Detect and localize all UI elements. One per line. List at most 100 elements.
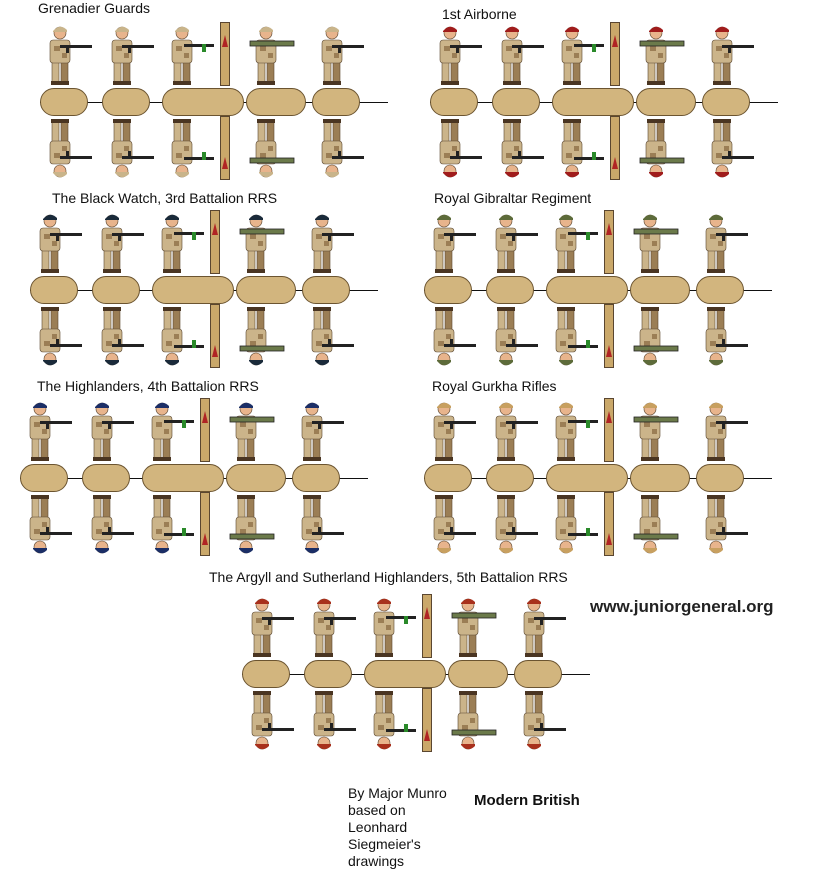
unit-label-royal-gurkha: Royal Gurkha Rifles — [432, 378, 557, 394]
soldier-figure — [308, 22, 368, 93]
soldier-figure — [698, 22, 758, 93]
soldier-figure-mirror — [482, 304, 542, 375]
soldier-figure-mirror — [510, 688, 570, 759]
flag-emblem — [222, 35, 228, 47]
soldier-figure-mirror — [698, 116, 758, 187]
figure-base — [102, 88, 150, 116]
soldier-figure — [542, 210, 602, 281]
soldier-figure — [692, 398, 752, 469]
unit-label-grenadier-guards: Grenadier Guards — [38, 0, 151, 16]
soldier-figure — [626, 210, 686, 281]
soldier-figure — [16, 398, 76, 469]
soldier-figure — [360, 594, 420, 665]
soldier-figure — [26, 210, 86, 281]
soldier-figure — [420, 398, 480, 469]
soldier-figure-mirror — [488, 116, 548, 187]
soldier-figure-mirror — [36, 116, 96, 187]
soldier-figure — [242, 22, 302, 93]
figure-base — [292, 464, 340, 492]
soldier-figure-mirror — [626, 304, 686, 375]
soldier-figure-mirror — [308, 116, 368, 187]
flag-pole — [220, 22, 230, 86]
site-url: www.juniorgeneral.org — [590, 597, 774, 616]
soldier-figure-mirror — [426, 116, 486, 187]
flag-pole — [200, 492, 210, 556]
soldier-figure-mirror — [138, 492, 198, 563]
soldier-figure-mirror — [78, 492, 138, 563]
soldier-figure-mirror — [232, 304, 292, 375]
figure-base — [40, 88, 88, 116]
figure-base — [242, 660, 290, 688]
soldier-figure — [298, 210, 358, 281]
soldier-figure — [510, 594, 570, 665]
soldier-figure — [626, 398, 686, 469]
unit-label-argyll-sutherland: The Argyll and Sutherland Highlanders, 5… — [209, 569, 568, 585]
unit-label-royal-gibraltar: Royal Gibraltar Regiment — [434, 190, 592, 206]
flag-emblem — [212, 345, 218, 357]
soldier-figure-mirror — [542, 492, 602, 563]
soldier-figure — [444, 594, 504, 665]
figure-base — [82, 464, 130, 492]
figure-base — [546, 464, 628, 492]
soldier-figure-mirror — [158, 116, 218, 187]
unit-group-argyll-sutherland — [242, 594, 592, 754]
flag-pole — [604, 304, 614, 368]
figure-base — [424, 464, 472, 492]
figure-base — [448, 660, 508, 688]
figure-base — [696, 276, 744, 304]
flag-pole — [422, 688, 432, 752]
unit-group-royal-gibraltar — [424, 210, 774, 370]
credit-line: based on — [348, 802, 406, 818]
figure-base — [30, 276, 78, 304]
soldier-figure-mirror — [16, 492, 76, 563]
figure-base — [630, 276, 690, 304]
sheet-title: Modern British — [474, 792, 580, 809]
figure-base — [152, 276, 234, 304]
flag-pole — [220, 116, 230, 180]
figure-base — [514, 660, 562, 688]
soldier-figure — [482, 210, 542, 281]
soldier-figure-mirror — [238, 688, 298, 759]
soldier-figure-mirror — [298, 304, 358, 375]
flag-emblem — [424, 729, 430, 741]
flag-emblem — [612, 35, 618, 47]
credit-line: drawings — [348, 853, 405, 869]
figure-base — [162, 88, 244, 116]
flag-emblem — [612, 157, 618, 169]
flag-pole — [610, 22, 620, 86]
unit-label-black-watch: The Black Watch, 3rd Battalion RRS — [52, 190, 278, 206]
soldier-figure — [548, 22, 608, 93]
soldier-figure — [238, 594, 298, 665]
figure-base — [236, 276, 296, 304]
unit-group-black-watch — [30, 210, 380, 370]
unit-label-highlanders: The Highlanders, 4th Battalion RRS — [37, 378, 259, 394]
soldier-figure-mirror — [626, 492, 686, 563]
soldier-figure-mirror — [482, 492, 542, 563]
flag-pole — [604, 398, 614, 462]
flag-emblem — [212, 223, 218, 235]
figure-base — [302, 276, 350, 304]
soldier-figure-mirror — [26, 304, 86, 375]
figure-base — [142, 464, 224, 492]
soldier-figure-mirror — [542, 304, 602, 375]
soldier-figure — [542, 398, 602, 469]
figure-base — [246, 88, 306, 116]
flag-emblem — [606, 533, 612, 545]
soldier-figure — [158, 22, 218, 93]
soldier-figure-mirror — [300, 688, 360, 759]
flag-pole — [210, 210, 220, 274]
flag-pole — [610, 116, 620, 180]
flag-emblem — [606, 411, 612, 423]
figure-base — [552, 88, 634, 116]
soldier-figure-mirror — [360, 688, 420, 759]
soldier-figure — [692, 210, 752, 281]
soldier-figure — [78, 398, 138, 469]
soldier-figure-mirror — [242, 116, 302, 187]
soldier-figure-mirror — [632, 116, 692, 187]
credit-line: By Major Munro — [348, 785, 447, 801]
figure-base — [430, 88, 478, 116]
figure-base — [312, 88, 360, 116]
soldier-figure — [98, 22, 158, 93]
credit-line: Leonhard — [348, 819, 408, 835]
flag-pole — [422, 594, 432, 658]
